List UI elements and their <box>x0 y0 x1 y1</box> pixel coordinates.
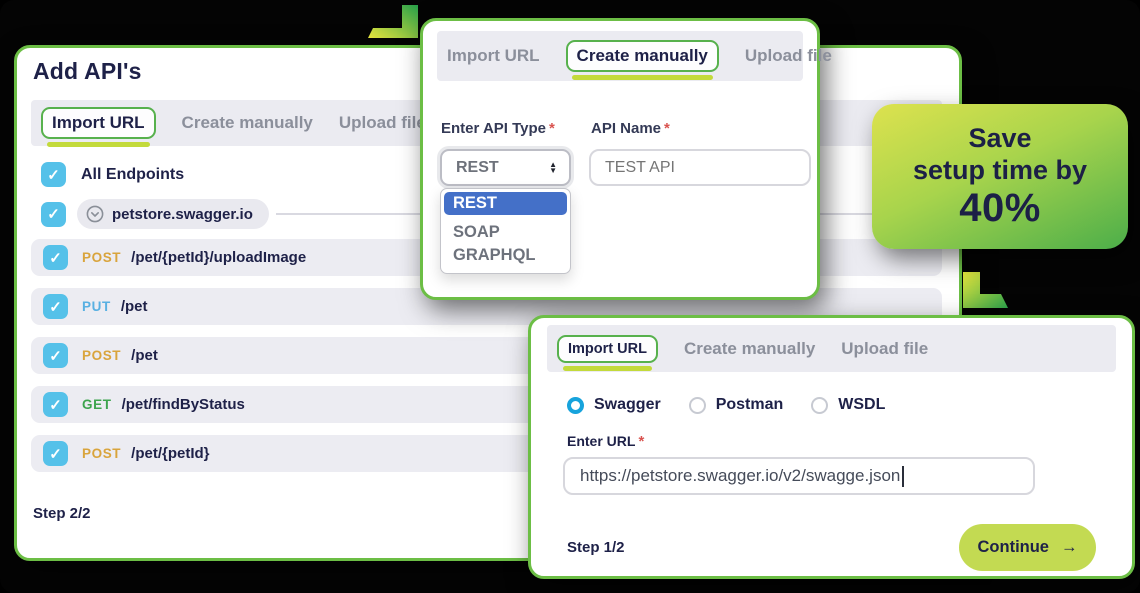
import-url-panel: Import URL Create manually Upload file S… <box>528 315 1135 579</box>
tab-import-url[interactable]: Import URL <box>557 334 658 371</box>
check-icon: ✓ <box>49 445 62 463</box>
required-asterisk: * <box>664 120 670 137</box>
check-icon: ✓ <box>47 206 60 223</box>
all-endpoints-label: All Endpoints <box>81 165 185 183</box>
text-cursor <box>902 465 905 487</box>
dropdown-option-rest[interactable]: REST <box>444 192 567 215</box>
endpoint-checkbox[interactable]: ✓ <box>43 392 68 417</box>
step-indicator: Step 1/2 <box>567 539 625 556</box>
method-badge: POST <box>82 446 122 461</box>
api-type-select[interactable]: REST ▲▼ <box>440 149 571 186</box>
endpoint-checkbox[interactable]: ✓ <box>43 294 68 319</box>
source-radio-group: Swagger Postman WSDL <box>567 396 885 414</box>
api-type-dropdown-menu: REST SOAP GRAPHQL <box>440 188 571 274</box>
tab-create-manually[interactable]: Create manually <box>683 338 816 358</box>
promo-badge: Save setup time by 40% <box>872 104 1128 249</box>
endpoint-checkbox[interactable]: ✓ <box>43 441 68 466</box>
tab-bar: Import URL Create manually Upload file <box>437 31 832 81</box>
endpoint-path: /pet/{petId} <box>131 445 210 462</box>
dropdown-option-soap[interactable]: SOAP <box>453 223 500 241</box>
method-badge: POST <box>82 348 122 363</box>
tab-bar: Import URL Create manually Upload file <box>547 325 1116 372</box>
radio-swagger[interactable]: Swagger <box>567 396 661 414</box>
endpoint-path: /pet/findByStatus <box>121 396 245 413</box>
badge-line-1: Save <box>968 123 1032 154</box>
host-pill[interactable]: petstore.swagger.io <box>77 199 269 229</box>
method-badge: POST <box>82 250 122 265</box>
endpoint-checkbox[interactable]: ✓ <box>43 245 68 270</box>
endpoint-path: /pet/{petId}/uploadImage <box>131 249 307 266</box>
badge-line-2: setup time by <box>912 154 1088 185</box>
enter-url-label: Enter URL* <box>567 433 645 450</box>
check-icon: ✓ <box>49 347 62 365</box>
footer-row: Step 1/2 Continue → <box>567 524 1096 571</box>
dropdown-option-graphql[interactable]: GRAPHQL <box>453 246 536 264</box>
tab-create-manually[interactable]: Create manually <box>181 113 313 132</box>
select-spinner-icon: ▲▼ <box>549 159 557 175</box>
all-endpoints-row: ✓ All Endpoints <box>41 162 184 187</box>
host-checkbox[interactable]: ✓ <box>41 201 66 227</box>
api-type-selected-value: REST <box>456 158 499 176</box>
method-badge: PUT <box>82 299 111 314</box>
all-endpoints-checkbox[interactable]: ✓ <box>41 162 66 187</box>
tab-create-manually[interactable]: Create manually <box>565 40 719 80</box>
radio-wsdl[interactable]: WSDL <box>811 396 885 414</box>
endpoint-path: /pet <box>131 347 158 364</box>
badge-percentage: 40% <box>959 185 1041 230</box>
check-icon: ✓ <box>47 166 60 184</box>
api-name-label: API Name* <box>591 120 670 137</box>
check-icon: ✓ <box>49 249 62 267</box>
required-asterisk: * <box>638 433 645 450</box>
url-input[interactable]: https://petstore.swagger.io/v2/swagge.js… <box>563 457 1035 495</box>
endpoint-path: /pet <box>120 298 148 315</box>
tab-upload-file[interactable]: Upload file <box>841 338 929 358</box>
arrow-right-icon: → <box>1061 538 1078 556</box>
corner-bracket-icon <box>368 5 418 38</box>
required-asterisk: * <box>549 120 555 137</box>
tab-upload-file[interactable]: Upload file <box>338 113 426 132</box>
step-indicator: Step 2/2 <box>33 505 91 522</box>
tab-import-url[interactable]: Import URL <box>41 107 156 147</box>
check-icon: ✓ <box>49 396 62 414</box>
radio-postman[interactable]: Postman <box>688 396 783 414</box>
create-manually-panel: Import URL Create manually Upload file E… <box>420 18 832 300</box>
chevron-down-circle-icon <box>86 205 104 223</box>
host-pill-label: petstore.swagger.io <box>112 205 253 223</box>
endpoint-checkbox[interactable]: ✓ <box>43 343 68 368</box>
radio-unselected-icon <box>688 396 706 414</box>
page-title: Add API's <box>33 58 142 84</box>
tab-import-url[interactable]: Import URL <box>447 46 540 65</box>
check-icon: ✓ <box>49 298 62 316</box>
corner-bracket-icon <box>963 272 1008 308</box>
continue-button[interactable]: Continue → <box>959 524 1096 571</box>
radio-selected-icon <box>567 396 584 414</box>
radio-unselected-icon <box>811 396 829 414</box>
tab-upload-file[interactable]: Upload file <box>744 46 832 65</box>
method-badge: GET <box>82 397 112 412</box>
url-input-value: https://petstore.swagger.io/v2/swagge.js… <box>580 466 901 485</box>
api-name-input[interactable] <box>589 149 811 186</box>
api-type-label: Enter API Type* <box>441 120 555 137</box>
